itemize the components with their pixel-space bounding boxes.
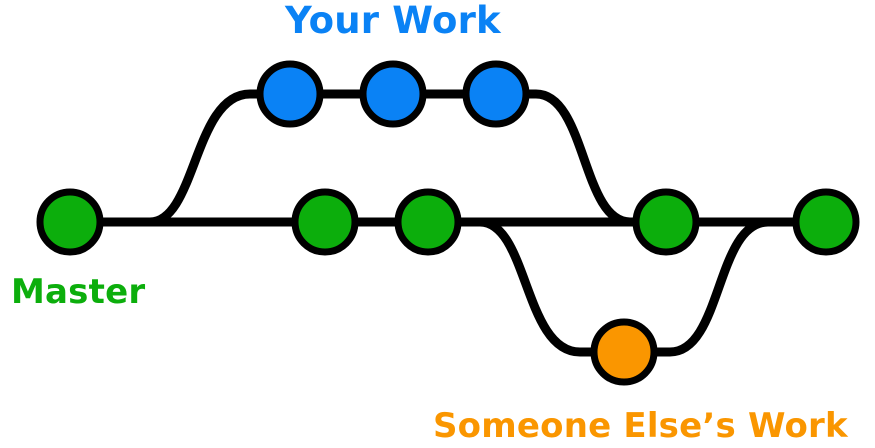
edge-merge-in-your-work	[491, 89, 671, 227]
edge-branch-out-someone-else	[475, 217, 629, 357]
edge-branch-out-your-work	[145, 89, 295, 227]
node-layer	[36, 60, 860, 386]
commit-node-m4[interactable]	[632, 188, 700, 256]
branch-label-your-work: Your Work	[285, 0, 501, 42]
commit-node-y1[interactable]	[256, 60, 324, 128]
commit-node-m5[interactable]	[792, 188, 860, 256]
edge-merge-in-someone-else	[619, 217, 831, 357]
branch-label-someone-elses-work: Someone Else’s Work	[433, 406, 848, 446]
branch-label-master: Master	[11, 272, 146, 312]
commit-node-y3[interactable]	[462, 60, 530, 128]
commit-node-s1[interactable]	[590, 318, 658, 386]
commit-node-y2[interactable]	[359, 60, 427, 128]
commit-node-m2[interactable]	[291, 188, 359, 256]
edge-layer	[95, 89, 831, 357]
commit-node-m1[interactable]	[36, 188, 104, 256]
commit-node-m3[interactable]	[394, 188, 462, 256]
